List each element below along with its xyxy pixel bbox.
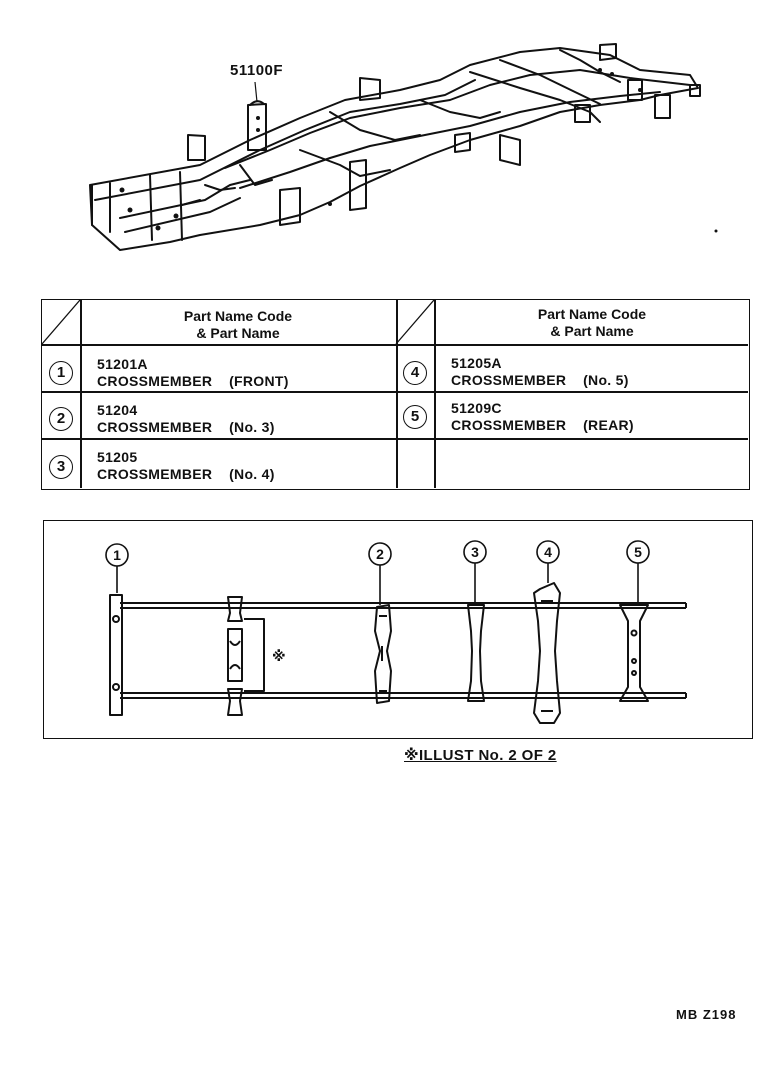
reference-mark: ※ [272, 648, 286, 664]
header-right-line1: Part Name Code [537, 306, 647, 322]
header-left: Part Name Code & Part Name [82, 308, 394, 342]
header-right: Part Name Code & Part Name [436, 306, 748, 340]
row-number-3: 3 [49, 455, 73, 479]
row-number-5: 5 [403, 405, 427, 429]
part-name-3: CROSSMEMBER (No. 4) [97, 466, 275, 482]
parts-table: Part Name Code & Part Name Part Name Cod… [41, 299, 750, 490]
illustration-caption: ※ILLUST No. 2 OF 2 [404, 747, 557, 764]
crossmember-layout-box: 1 2 3 4 5 [43, 520, 753, 739]
header-left-line2: & Part Name [196, 325, 280, 341]
frame-part-code: 51100F [230, 62, 284, 79]
header-right-line2: & Part Name [550, 323, 634, 339]
header-left-line1: Part Name Code [183, 308, 293, 324]
part-code-4: 51205A [451, 355, 502, 371]
page-code: MB Z198 [676, 1007, 737, 1022]
part-name-2: CROSSMEMBER (No. 3) [97, 419, 275, 435]
callout-2: 2 [376, 546, 384, 562]
row-number-1: 1 [49, 361, 73, 385]
chassis-frame-drawing [89, 43, 718, 251]
part-code-3: 51205 [97, 449, 138, 465]
row-number-4: 4 [403, 361, 427, 385]
callout-5: 5 [634, 544, 642, 560]
part-name-4: CROSSMEMBER (No. 5) [451, 372, 629, 388]
callout-1: 1 [113, 547, 121, 563]
part-code-2: 51204 [97, 402, 138, 418]
row-number-2: 2 [49, 407, 73, 431]
crossmember-layout-drawing: 1 2 3 4 5 [105, 540, 687, 724]
part-code-5: 51209C [451, 400, 502, 416]
header-diagonal [42, 300, 435, 345]
callout-3: 3 [471, 544, 479, 560]
part-name-1: CROSSMEMBER (FRONT) [97, 373, 289, 389]
part-code-1: 51201A [97, 356, 148, 372]
part-name-5: CROSSMEMBER (REAR) [451, 417, 634, 433]
callout-4: 4 [544, 544, 552, 560]
